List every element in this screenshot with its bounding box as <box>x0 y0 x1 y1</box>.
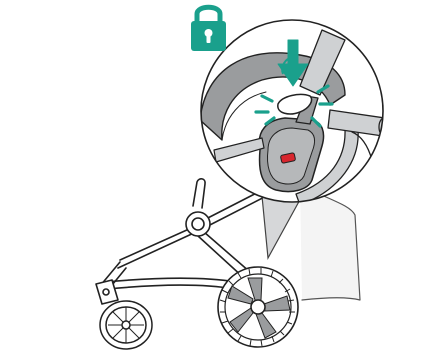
frame-tube-lower <box>120 225 198 260</box>
zoom-callout-pointer <box>262 196 302 258</box>
rear-leg-2 <box>198 236 244 278</box>
seat-fabric-outline <box>300 185 360 300</box>
chassis-bar-2 <box>108 285 234 289</box>
padlock-closed-icon <box>191 7 226 51</box>
fold-handle <box>193 179 205 208</box>
chassis-bar <box>104 278 236 282</box>
wheel-hub <box>251 300 265 314</box>
rear-leg <box>204 232 250 272</box>
frame-tube-lower-2 <box>118 232 196 268</box>
zoom-detail <box>200 20 389 205</box>
frame-hinge-inner <box>192 218 204 230</box>
front-wheel <box>100 301 152 349</box>
rear-wheel <box>218 267 298 347</box>
front-fork <box>96 280 118 304</box>
